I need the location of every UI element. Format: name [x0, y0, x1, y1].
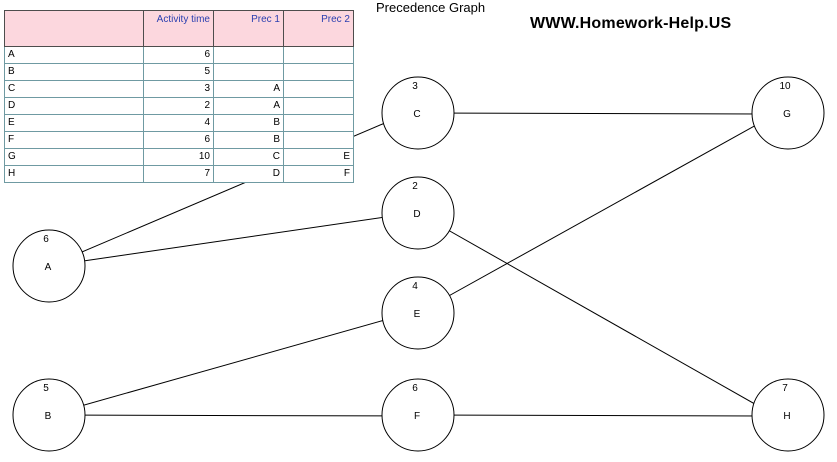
node-id-label: E — [414, 309, 421, 320]
cell-activity: E — [4, 114, 144, 132]
cell-prec-1: B — [213, 114, 284, 132]
graph-title: Precedence Graph — [376, 0, 486, 15]
cell-activity: D — [4, 97, 144, 115]
node-E: 4E — [381, 276, 455, 350]
node-time-label: 2 — [412, 181, 418, 192]
cell-time: 2 — [143, 97, 214, 115]
cell-prec-1 — [213, 63, 284, 81]
cell-time: 3 — [143, 80, 214, 98]
table-row: H 7 D F — [4, 165, 354, 183]
header-cell-activity-time: Activity time — [143, 10, 214, 47]
cell-activity: G — [4, 148, 144, 166]
cell-prec-2 — [283, 46, 354, 64]
node-H: 7H — [751, 378, 825, 452]
cell-prec-1: A — [213, 97, 284, 115]
cell-time: 6 — [143, 131, 214, 149]
table-row: B 5 — [4, 63, 354, 81]
edge-D-H — [417, 212, 778, 417]
cell-activity: C — [4, 80, 144, 98]
node-B: 5B — [12, 378, 86, 452]
table-row: E 4 B — [4, 114, 354, 132]
edge-B-E — [48, 311, 408, 416]
node-id-label: B — [45, 411, 52, 422]
table-row: G 10 C E — [4, 148, 354, 166]
header-cell-prec-2: Prec 2 — [283, 10, 354, 47]
cell-activity: A — [4, 46, 144, 64]
node-G: 10G — [751, 76, 825, 150]
cell-time: 10 — [143, 148, 214, 166]
edge-A-D — [48, 209, 408, 267]
cell-prec-1: A — [213, 80, 284, 98]
cell-prec-2 — [283, 97, 354, 115]
cell-activity: H — [4, 165, 144, 183]
edge-F-H — [417, 410, 778, 422]
node-id-label: F — [414, 411, 420, 422]
table-row: A 6 — [4, 46, 354, 64]
node-id-label: H — [783, 411, 790, 422]
cell-prec-2 — [283, 80, 354, 98]
node-F: 6F — [381, 378, 455, 452]
cell-prec-2 — [283, 114, 354, 132]
node-id-label: D — [413, 209, 420, 220]
node-D: 2D — [381, 176, 455, 250]
node-time-label: 3 — [412, 81, 418, 92]
cell-activity: F — [4, 131, 144, 149]
header-cell-prec-1: Prec 1 — [213, 10, 284, 47]
cell-time: 4 — [143, 114, 214, 132]
node-time-label: 5 — [43, 383, 49, 394]
cell-prec-1 — [213, 46, 284, 64]
node-time-label: 6 — [43, 234, 49, 245]
cell-time: 5 — [143, 63, 214, 81]
edge-E-G — [417, 113, 778, 314]
node-time-label: 6 — [412, 383, 418, 394]
node-id-label: A — [45, 262, 52, 273]
cell-prec-2 — [283, 131, 354, 149]
cell-prec-2: E — [283, 148, 354, 166]
header-cell-corner — [4, 10, 144, 47]
activity-table: Activity time Prec 1 Prec 2 A 6 B 5 C 3 … — [4, 10, 354, 183]
cell-prec-1: C — [213, 148, 284, 166]
cell-prec-1: D — [213, 165, 284, 183]
cell-time: 6 — [143, 46, 214, 64]
cell-time: 7 — [143, 165, 214, 183]
node-id-label: G — [783, 109, 791, 120]
table-header-row: Activity time Prec 1 Prec 2 — [4, 10, 354, 47]
cell-prec-2 — [283, 63, 354, 81]
cell-prec-1: B — [213, 131, 284, 149]
node-time-label: 7 — [782, 383, 788, 394]
watermark-text: WWW.Homework-Help.US — [530, 15, 732, 32]
table-row: C 3 A — [4, 80, 354, 98]
table-row: F 6 B — [4, 131, 354, 149]
node-time-label: 10 — [779, 81, 791, 92]
cell-activity: B — [4, 63, 144, 81]
node-C: 3C — [381, 76, 455, 150]
cell-prec-2: F — [283, 165, 354, 183]
node-A: 6A — [12, 229, 86, 303]
table-row: D 2 A — [4, 97, 354, 115]
edge-B-F — [48, 410, 408, 422]
node-id-label: C — [413, 109, 420, 120]
node-time-label: 4 — [412, 281, 418, 292]
edge-C-G — [417, 108, 778, 120]
